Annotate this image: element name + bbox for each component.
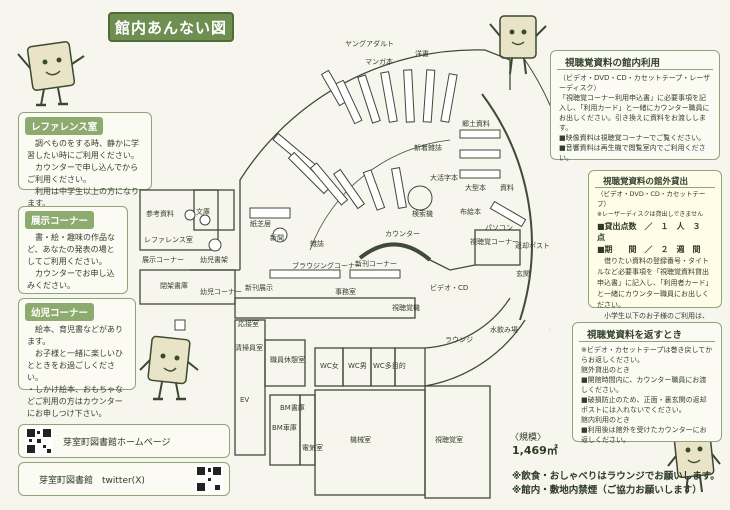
map-label: 事務室 <box>335 287 356 296</box>
av-loan-title: 視聴覚資料の館外貸出 <box>595 171 715 188</box>
av-return-title: 視聴覚資料を返すとき <box>579 323 715 342</box>
scale-value: 1,469㎡ <box>512 444 558 457</box>
page-title: 館内あんない図 <box>108 12 234 42</box>
children-text: 絵本、育児書などがあります。 お子様と一緒に楽しいひとときをお過ごしください。 … <box>27 325 123 418</box>
map-label: 新聞 <box>270 233 284 242</box>
map-label: 新刊展示 <box>245 283 273 292</box>
map-label: 紙芝居 <box>250 219 271 228</box>
mascot-top-left <box>17 41 85 107</box>
av-return-text: ※ビデオ・カセットテープは巻き戻してからお返しください。 館外貸出のとき ■開館… <box>581 346 713 444</box>
map-label: ビデオ・CD <box>430 283 468 292</box>
children-title: 幼児コーナー <box>25 303 95 321</box>
map-label: ブラウジングコーナー <box>292 261 362 270</box>
homepage-link[interactable]: 芽室町図書館ホームページ <box>18 424 230 458</box>
map-label: 参考資料 <box>146 209 174 218</box>
map-label: WC女 <box>320 361 339 370</box>
map-label: 応接室 <box>238 319 259 328</box>
qr-code-icon <box>195 465 223 493</box>
exhibit-title: 展示コーナー <box>25 211 95 229</box>
map-label: 新着雑誌 <box>414 143 442 152</box>
map-label: 機械室 <box>350 435 371 444</box>
map-label: 視聴覚室 <box>435 435 463 444</box>
map-label: 幼児書架 <box>200 255 228 264</box>
map-label: 幼児コーナー <box>200 287 242 296</box>
map-label: 文庫 <box>196 207 210 216</box>
note-line: ※飲食・おしゃべりはラウンジでお願いします。 <box>512 471 720 482</box>
exhibit-panel: 展示コーナー 書・絵・趣味の作品など、あなたの発表の場としてご利用ください。 カ… <box>18 206 128 294</box>
av-use-text: （ビデオ・DVD・CD・カセットテープ・レーザーディスク） 「視聴覚コーナー利用… <box>559 74 711 162</box>
map-label: 玄関 <box>516 269 530 278</box>
map-label: WC男 <box>348 362 367 370</box>
map-label: EV <box>240 396 249 404</box>
av-use-panel: 視聴覚資料の館内利用 （ビデオ・DVD・CD・カセットテープ・レーザーディスク）… <box>550 50 720 162</box>
map-label: 視聴覚機 <box>392 303 420 312</box>
map-label: 雑誌 <box>310 239 324 248</box>
children-panel: 幼児コーナー 絵本、育児書などがあります。 お子様と一緒に楽しいひとときをお過ご… <box>18 298 136 418</box>
map-label: 閉架書庫 <box>160 281 188 290</box>
map-label: ヤングアダルト <box>345 39 394 48</box>
twitter-label: 芽室町図書館 twitter(X) <box>39 475 145 486</box>
map-label: BM書庫 <box>280 403 305 412</box>
map-label: 布絵本 <box>460 207 481 216</box>
map-label: 新刊コーナー <box>355 259 397 268</box>
av-loan-subtitle: （ビデオ・DVD・CD・カセットテープ） <box>597 190 706 208</box>
scale-label: 〈規模〉 <box>510 433 547 443</box>
map-label: 郷土資料 <box>462 119 490 128</box>
map-label: マンガ本 <box>365 57 393 66</box>
map-label: WC多目的 <box>373 361 406 370</box>
map-label: 検索機 <box>412 209 433 218</box>
map-label: ラウンジ <box>445 336 473 344</box>
floor-plan: 参考資料 レファレンス室 文庫 展示コーナー 幼児書架 閉架書庫 新聞 雑誌 ブ… <box>139 39 550 499</box>
av-loan-item: ■貸出点数 ／ １ 人 ３ 点 <box>597 222 709 242</box>
map-label: 返却ポスト <box>515 241 550 250</box>
av-loan-note: ※レーザーディスクは貸出しできません <box>597 211 704 218</box>
mascot-top-right <box>489 15 547 75</box>
reference-text: 調べものをする時、静かに学習したい時にご利用ください。 カウンターで申し込んでか… <box>27 139 139 208</box>
map-label: 電気室 <box>302 443 323 452</box>
map-label: 職員休憩室 <box>270 355 305 364</box>
exhibit-text: 書・絵・趣味の作品など、あなたの発表の場としてご利用ください。 カウンターでお申… <box>27 233 115 290</box>
mascot-bottom-right <box>667 431 721 493</box>
map-label: 清掃員室 <box>235 343 263 352</box>
map-label: BM車庫 <box>272 423 297 432</box>
map-label: 大活字本 <box>430 173 458 182</box>
map-label: レファレンス室 <box>144 235 193 244</box>
av-loan-item: ■期 間 ／ ２ 週 間 <box>597 245 701 254</box>
mascot-bottom-left <box>139 335 199 401</box>
map-label: 洋書 <box>415 49 429 58</box>
note-line: ※館内・敷地内禁煙（ご協力お願いします） <box>512 485 702 496</box>
av-use-title: 視聴覚資料の館内利用 <box>557 51 713 70</box>
reference-title: レファレンス室 <box>25 117 104 135</box>
homepage-label: 芽室町図書館ホームページ <box>63 437 171 448</box>
map-label: 視聴覚コーナー <box>470 237 519 246</box>
map-label: 資料 <box>500 183 514 192</box>
av-loan-panel: 視聴覚資料の館外貸出 （ビデオ・DVD・CD・カセットテープ） ※レーザーディス… <box>588 170 722 331</box>
twitter-link[interactable]: 芽室町図書館 twitter(X) <box>18 462 230 496</box>
reference-panel: レファレンス室 調べものをする時、静かに学習したい時にご利用ください。 カウンタ… <box>18 112 152 208</box>
av-return-panel: 視聴覚資料を返すとき ※ビデオ・カセットテープは巻き戻してからお返しください。 … <box>572 322 722 444</box>
map-label: カウンター <box>385 229 420 238</box>
qr-code-icon <box>25 427 53 455</box>
map-label: 展示コーナー <box>142 256 184 264</box>
map-label: 大型本 <box>465 183 486 192</box>
map-label: 水飲み場 <box>490 325 518 334</box>
map-label: パソコン <box>485 224 513 232</box>
